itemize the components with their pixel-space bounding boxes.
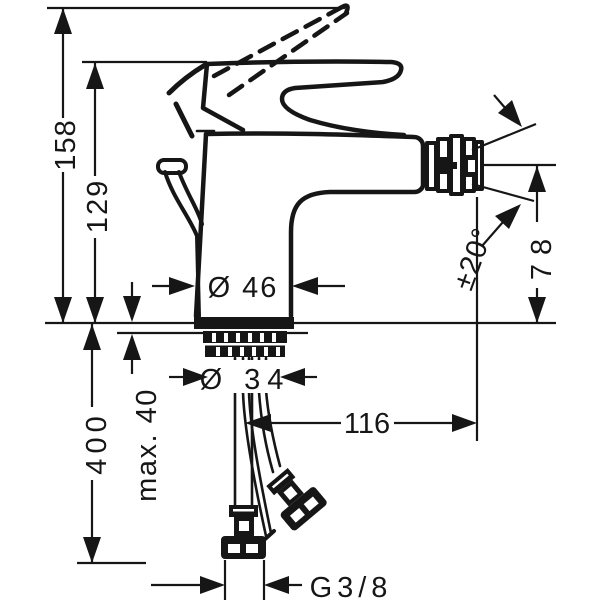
handle-height-label: 129 [82, 179, 114, 233]
label-backing [205, 360, 283, 393]
deck-thickness-label: max. 40 [131, 388, 163, 502]
hose-connector-angled [266, 468, 327, 531]
reference-lines [45, 6, 556, 600]
handle-raised-outline [166, 3, 350, 139]
aerator-detail [425, 134, 484, 196]
shank-diameter-label: Ø 34 [200, 364, 291, 396]
spout-reach-label: 116 [344, 408, 390, 440]
base-diameter-label: Ø 46 [208, 272, 279, 304]
total-height-label: 158 [50, 119, 82, 170]
spout-height-label: 78 [526, 230, 558, 280]
handle-outline [195, 59, 407, 138]
dimension-arrowheads [54, 8, 546, 594]
hose-connector-vertical [221, 505, 266, 559]
thread-size-label: G3/8 [310, 572, 393, 600]
body-spout-outline [193, 131, 426, 319]
spout-angle-label: ±20° [448, 223, 500, 294]
install-depth-label: 400 [81, 411, 113, 474]
mounting-shank [194, 317, 294, 357]
